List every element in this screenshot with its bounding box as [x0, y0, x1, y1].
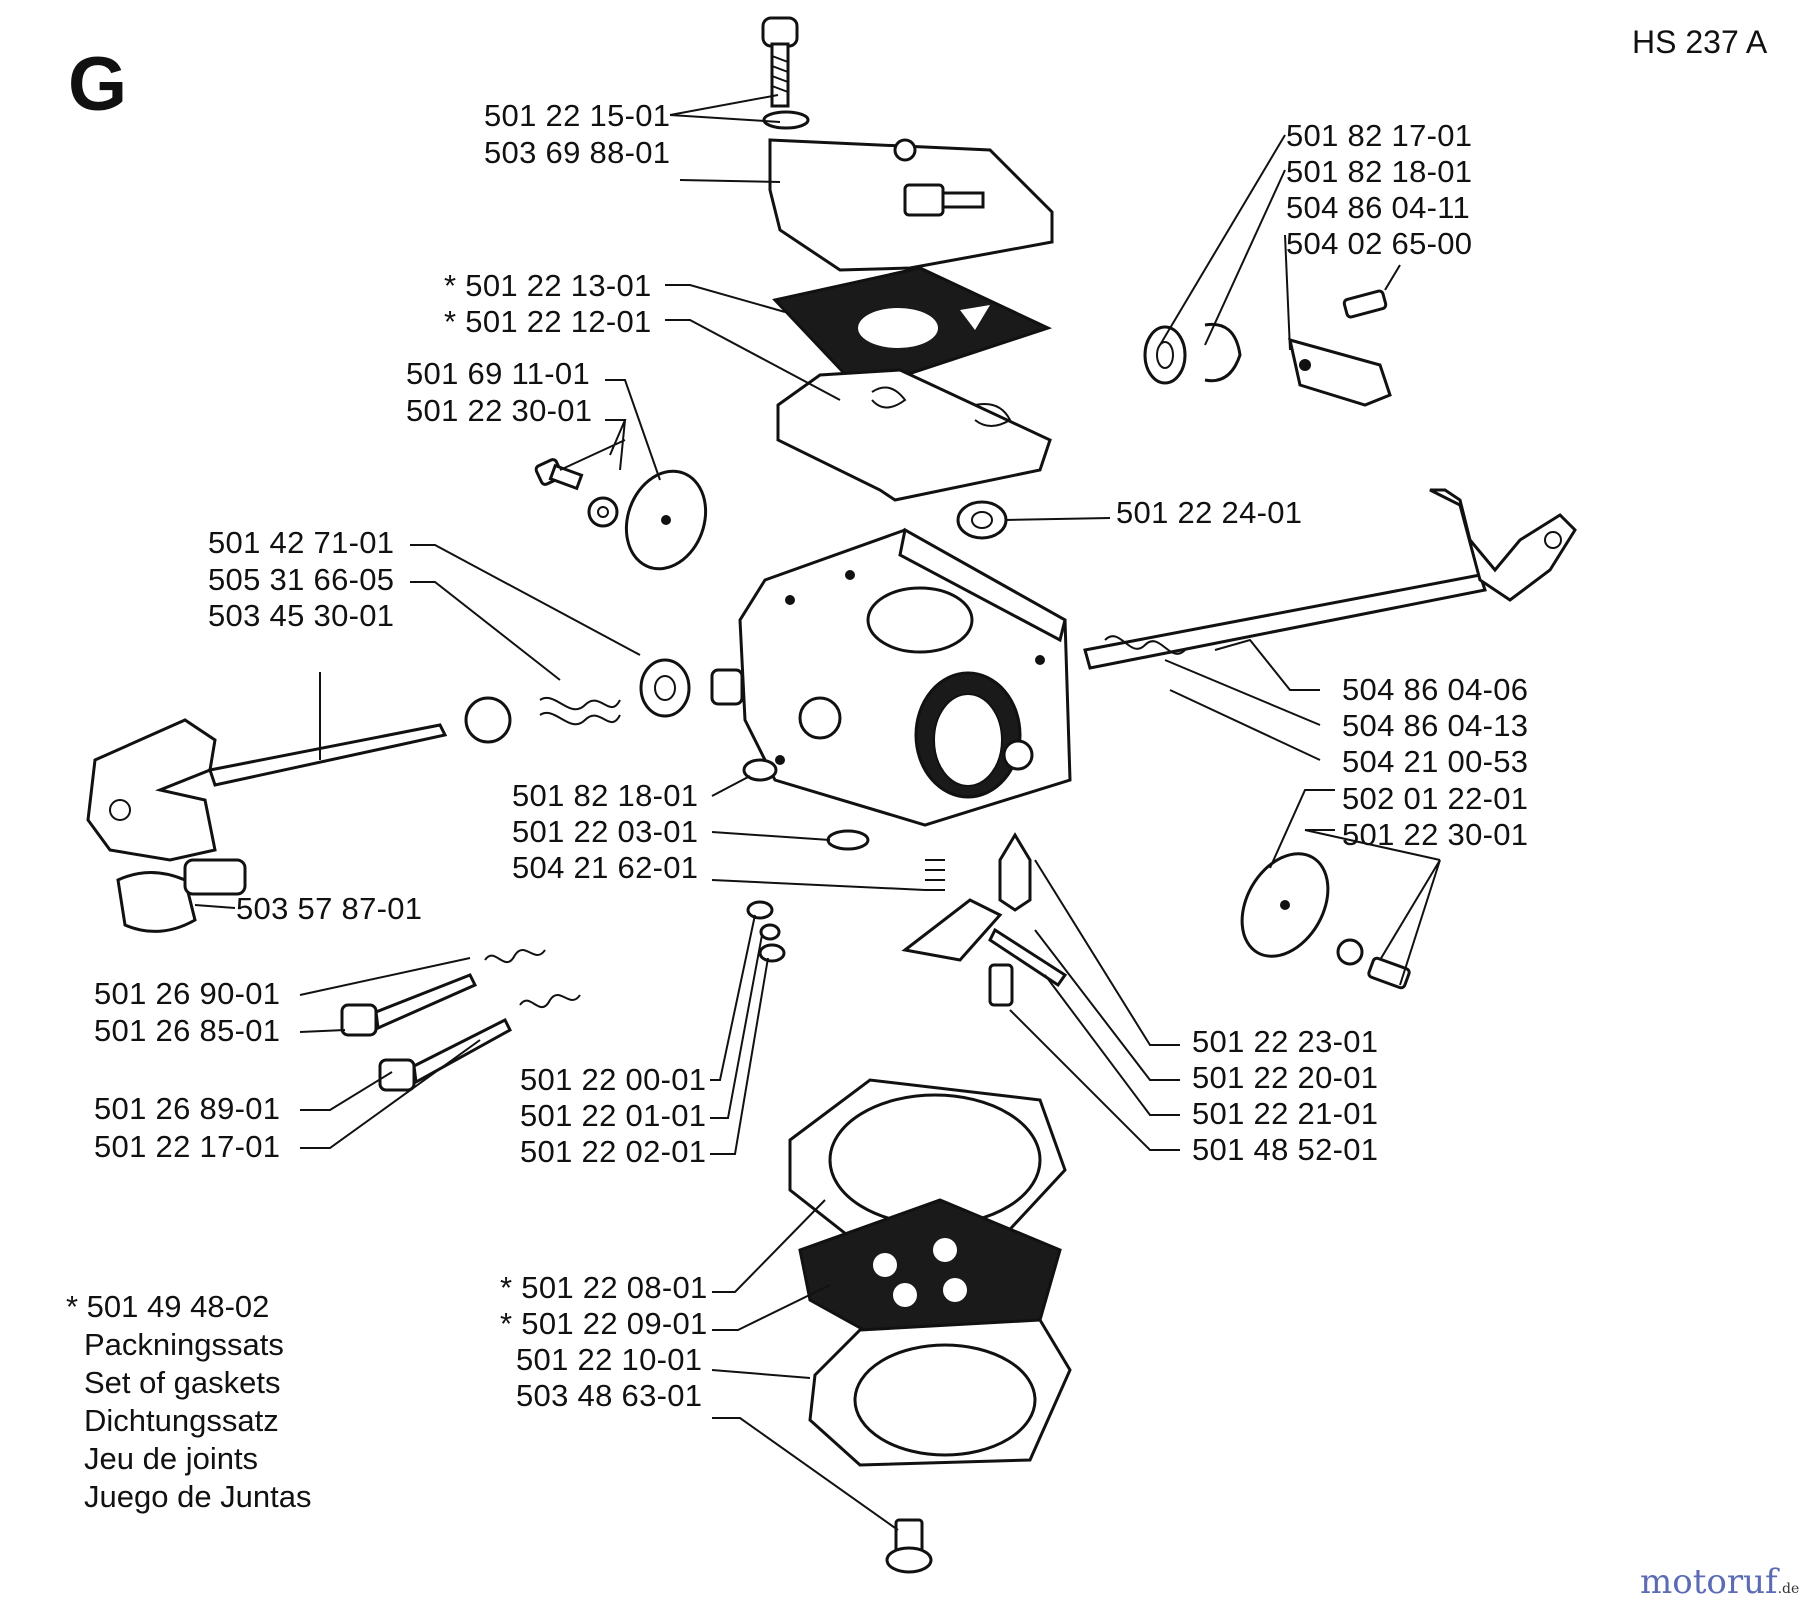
small-rings-part [742, 758, 870, 963]
part-label: * 501 22 12-01 [444, 304, 652, 339]
part-label: 501 22 24-01 [1116, 495, 1303, 530]
part-label: 501 26 89-01 [94, 1091, 281, 1126]
part-label: * 501 22 09-01 [500, 1306, 708, 1341]
kit-name-sv: Packningssats [84, 1327, 284, 1362]
part-label: 501 22 00-01 [520, 1062, 707, 1097]
part-label: 503 48 63-01 [516, 1378, 703, 1413]
part-label: 504 86 04-11 [1286, 190, 1471, 225]
carburetor-body-part [710, 527, 1072, 827]
choke-shaft-part [86, 658, 691, 862]
cover-part [768, 138, 1054, 272]
part-label: 502 01 22-01 [1342, 781, 1529, 816]
lower-plate-part [808, 1318, 1072, 1467]
part-label: 501 42 71-01 [208, 525, 395, 560]
part-label: 504 21 00-53 [1342, 744, 1529, 779]
part-label: 501 82 18-01 [1286, 154, 1473, 189]
part-label: 501 22 20-01 [1192, 1060, 1379, 1095]
part-label: 501 69 11-01 [406, 356, 591, 391]
top-plate-part [776, 368, 1052, 502]
part-label: 501 22 23-01 [1192, 1024, 1379, 1059]
part-label: 504 86 04-13 [1342, 708, 1529, 743]
watermark-logo: motoruf.de [1640, 1562, 1799, 1609]
part-label: 504 21 62-01 [512, 850, 699, 885]
part-label: 501 82 18-01 [512, 778, 699, 813]
part-label: 501 22 02-01 [520, 1134, 707, 1169]
right-lever-part [1287, 289, 1392, 407]
inlet-valve-part [901, 832, 1068, 1007]
leader-lines [194, 94, 1441, 1531]
part-label: 503 45 30-01 [208, 598, 395, 633]
part-label: 503 69 88-01 [484, 135, 671, 170]
part-label: 501 82 17-01 [1286, 118, 1473, 153]
part-label: 501 22 30-01 [1342, 817, 1529, 852]
part-label: 501 22 17-01 [94, 1129, 281, 1164]
right-washer-part [1143, 322, 1242, 385]
gasket-kit-note: * 501 49 48-02 Packningssats Set of gask… [66, 1288, 312, 1516]
part-label: 501 22 15-01 [484, 98, 671, 133]
kit-name-en: Set of gaskets [84, 1365, 281, 1400]
part-label: * 501 22 13-01 [444, 268, 652, 303]
kit-name-es: Juego de Juntas [84, 1479, 312, 1514]
kit-name-de: Dichtungssatz [84, 1403, 279, 1438]
watermark-suffix: .de [1777, 1581, 1800, 1597]
part-label: 501 22 30-01 [406, 393, 593, 428]
part-label: 501 26 85-01 [94, 1013, 281, 1048]
top-screw-part [761, 16, 810, 130]
part-label: 501 22 21-01 [1192, 1096, 1379, 1131]
section-letter: G [68, 42, 128, 127]
bottom-screw-part [885, 1518, 933, 1574]
part-label: 501 22 03-01 [512, 814, 699, 849]
diagram-code: HS 237 A [1632, 24, 1768, 60]
adjust-needles-part [340, 949, 581, 1092]
nut-part [956, 500, 1008, 540]
throttle-shaft-part [1083, 488, 1577, 670]
kit-number: * 501 49 48-02 [66, 1289, 270, 1324]
part-label: 504 02 65-00 [1286, 226, 1473, 261]
right-disc-part [1240, 852, 1411, 990]
lower-gasket-outer-part [788, 1078, 1067, 1247]
part-label: 503 57 87-01 [236, 891, 423, 926]
kit-name-fr: Jeu de joints [84, 1441, 259, 1476]
top-gasket-dark-part [772, 266, 1053, 392]
left-small-parts [534, 458, 708, 571]
part-label: 504 86 04-06 [1342, 672, 1529, 707]
part-label: 501 22 01-01 [520, 1098, 707, 1133]
part-label: 501 48 52-01 [1192, 1132, 1379, 1167]
part-label: * 501 22 08-01 [500, 1270, 708, 1305]
watermark-brand: motoruf [1640, 1562, 1778, 1602]
adjust-knob-part [116, 858, 247, 933]
part-label: 501 26 90-01 [94, 976, 281, 1011]
lower-gasket-dark-part [798, 1198, 1062, 1352]
part-label: 501 22 10-01 [516, 1342, 703, 1377]
part-label: 505 31 66-05 [208, 562, 395, 597]
